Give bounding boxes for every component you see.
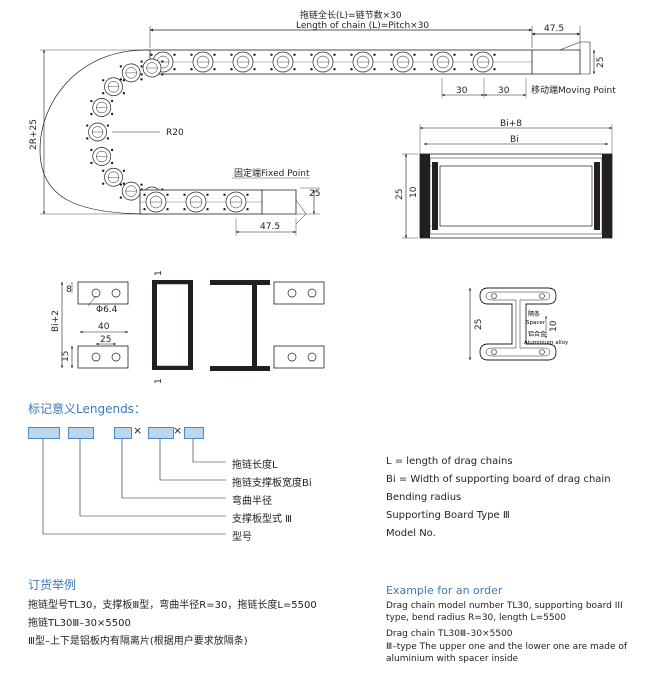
code-box-board-type bbox=[68, 427, 94, 439]
legend-cn-board: 支撑板型式 Ⅲ bbox=[232, 514, 293, 525]
legend-en-radius: Bending radius bbox=[386, 492, 462, 503]
fixed-point-label: 固定端Fixed Point bbox=[234, 167, 310, 179]
drag-chain-drawing: 拖链全长(L)=链节数×30 Length of chain (L)=Pitch… bbox=[29, 9, 616, 384]
order-cn-line-2: 拖链TL30Ⅲ–30×5500 bbox=[28, 618, 131, 629]
legend-times-2: × bbox=[173, 424, 183, 437]
legend-en-length: L = length of drag chains bbox=[386, 456, 513, 467]
order-cn-line-3: Ⅲ型–上下是铝板内有隔离片(根据用户要求放隔条) bbox=[28, 636, 248, 647]
chain-link bbox=[470, 51, 496, 73]
lower-chain-run bbox=[139, 189, 263, 215]
order-title-en: Example for an order bbox=[386, 584, 503, 597]
chain-link bbox=[90, 98, 114, 117]
dim-1-top: 1 bbox=[154, 270, 164, 276]
radius-label: R20 bbox=[166, 128, 184, 138]
legend-en-model: Model No. bbox=[386, 528, 436, 539]
legend-en-board: Supporting Board Type Ⅲ bbox=[386, 510, 510, 521]
alloy-en-label: Aluminium alloy bbox=[524, 340, 569, 346]
legend-cn-model: 型号 bbox=[232, 532, 252, 543]
bi-plus-8-label: Bi+8 bbox=[500, 119, 522, 129]
legend-title: 标记意义Lengends： bbox=[28, 402, 146, 416]
chain-link bbox=[119, 63, 143, 83]
moving-end-bracket bbox=[532, 49, 581, 75]
upper-chain-run bbox=[149, 49, 533, 75]
dim-47-5-bottom: 47.5 bbox=[235, 218, 297, 236]
legend-times-1: × bbox=[133, 424, 143, 437]
spacer-dim-25: 25 bbox=[474, 319, 484, 330]
dim-2r-25-label: 2R+25 bbox=[29, 119, 39, 150]
dim-8-label: 8 bbox=[66, 285, 72, 295]
chain-link bbox=[430, 51, 456, 73]
bi-label: Bi bbox=[510, 135, 519, 145]
dim-47-5-bottom-label: 47.5 bbox=[260, 222, 280, 232]
legend-cn-width: 拖链支撑板宽度Bi bbox=[232, 478, 312, 489]
spacer-en-label: Spacer bbox=[526, 320, 546, 326]
legend-leader-lines bbox=[42, 439, 226, 535]
chain-link bbox=[140, 58, 164, 78]
dim-25-fixed: 25 bbox=[296, 187, 320, 215]
side-plate-view: Bi+2 8 Φ6.4 40 25 15 1 1 bbox=[51, 270, 325, 384]
chain-link bbox=[86, 122, 110, 142]
spacer-view: 25 10 隔条 Spacer 铝合金 Aluminium alloy bbox=[468, 287, 569, 361]
dim-1-bottom: 1 bbox=[154, 378, 164, 384]
order-en-line-2: Drag chain TL30Ⅲ–30×5500 bbox=[386, 629, 513, 639]
total-length-en: Length of chain (L)=Pitch×30 bbox=[296, 21, 429, 31]
chain-link bbox=[190, 51, 216, 73]
chain-link bbox=[390, 51, 416, 73]
legend-en-width: Bi = Width of supporting board of drag c… bbox=[386, 474, 611, 485]
dim-30-b: 30 bbox=[498, 86, 510, 96]
alloy-cn-label: 铝合金 bbox=[528, 330, 546, 338]
moving-point-label: 移动端Moving Point bbox=[531, 84, 616, 96]
dim-30-a: 30 bbox=[456, 86, 468, 96]
dim-47-5-top: 47.5 bbox=[531, 24, 581, 50]
code-box-width bbox=[148, 427, 174, 439]
section-dim-10: 10 bbox=[409, 186, 419, 198]
code-box-length bbox=[184, 427, 204, 439]
order-en-line-1: Drag chain model number TL30, supporting… bbox=[386, 601, 623, 623]
chain-link bbox=[101, 167, 126, 187]
hole-diameter-label: Φ6.4 bbox=[96, 305, 118, 315]
radius-dimension: R20 bbox=[112, 128, 184, 138]
dim-25-side-label: 25 bbox=[100, 335, 111, 345]
dim-25-right: 25 bbox=[592, 49, 606, 75]
chain-link bbox=[143, 191, 169, 213]
chain-link bbox=[90, 147, 114, 166]
spacer-cn-label: 隔条 bbox=[528, 310, 540, 318]
cross-section-view: Bi+8 Bi 25 10 bbox=[395, 119, 613, 239]
dim-25-fixed-label: 25 bbox=[309, 189, 320, 199]
legend-cn-length: 拖链长度L bbox=[232, 460, 278, 471]
spacer-dim-10: 10 bbox=[549, 320, 559, 332]
dim-40-label: 40 bbox=[98, 322, 110, 332]
chain-link bbox=[101, 77, 126, 97]
legend-cn-radius: 弯曲半径 bbox=[232, 496, 272, 507]
bi-plus-2-label: Bi+2 bbox=[51, 310, 61, 332]
chain-link bbox=[270, 51, 296, 73]
pitch-dimensions: 30 30 bbox=[441, 78, 527, 98]
chain-link bbox=[310, 51, 336, 73]
order-title-cn: 订货举例 bbox=[28, 578, 77, 592]
chain-link bbox=[350, 51, 376, 73]
code-box-model bbox=[28, 427, 60, 439]
dim-2r-25: 2R+25 bbox=[29, 49, 46, 215]
chain-link bbox=[230, 51, 256, 73]
chain-link bbox=[119, 181, 143, 201]
order-en-line-3: Ⅲ–type The upper one and the lower one a… bbox=[386, 642, 628, 664]
dim-25-right-label: 25 bbox=[596, 57, 606, 68]
fixed-end-bracket bbox=[262, 189, 297, 215]
dim-15-label: 15 bbox=[61, 351, 71, 362]
total-length-dimension: 拖链全长(L)=链节数×30 Length of chain (L)=Pitch… bbox=[149, 9, 533, 48]
code-box-radius bbox=[114, 427, 132, 439]
dim-47-5-top-label: 47.5 bbox=[544, 24, 564, 34]
chain-link bbox=[223, 191, 249, 213]
order-cn-line-1: 拖链型号TL30，支撑板Ⅲ型，弯曲半径R=30，拖链长度L=5500 bbox=[28, 600, 317, 611]
chain-link bbox=[183, 191, 209, 213]
section-dim-25: 25 bbox=[395, 189, 405, 200]
total-length-cn: 拖链全长(L)=链节数×30 bbox=[300, 9, 402, 21]
